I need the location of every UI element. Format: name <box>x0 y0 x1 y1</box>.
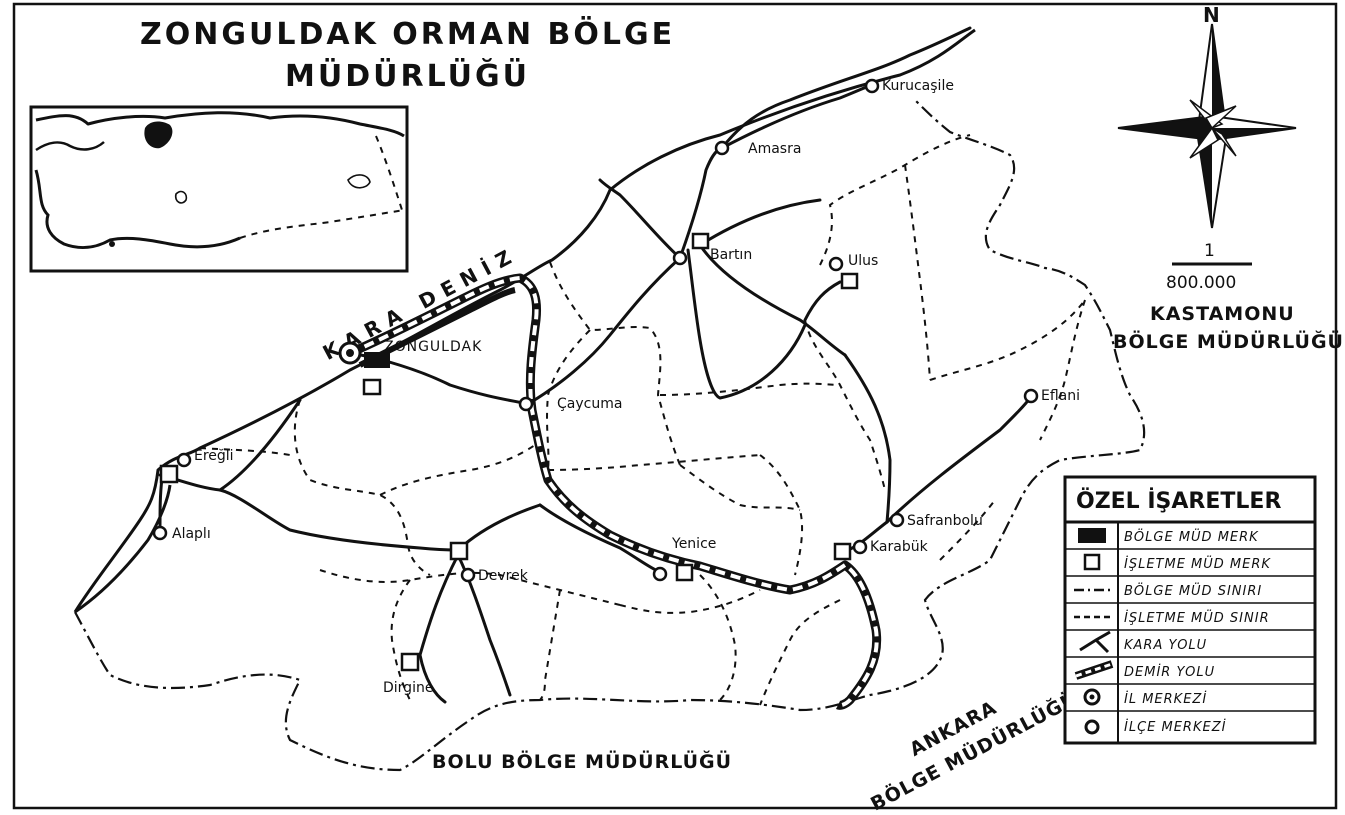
road-icon <box>1079 630 1111 654</box>
unit-boundaries <box>199 134 1086 706</box>
eflani-district-icon <box>1023 388 1039 404</box>
bartin-label: Bartın <box>710 247 752 263</box>
alapli-district-icon <box>152 525 168 541</box>
legend-label-district: İLÇE MERKEZİ <box>1124 719 1226 735</box>
zonguldak-center-dot <box>346 349 354 357</box>
safranbolu-label: Safranbolu <box>907 513 983 529</box>
ulus-label: Ulus <box>848 253 878 269</box>
inset-lake-tuz <box>174 190 188 204</box>
railway-icon <box>1074 660 1114 680</box>
legend-label-isletme-hq: İŞLETME MÜD MERK <box>1124 555 1271 572</box>
zonguldak-bolge-hq-icon <box>364 352 390 368</box>
legend-label-road: KARA YOLU <box>1124 638 1207 653</box>
legend-title: ÖZEL İŞARETLER <box>1076 488 1281 514</box>
isletme-hq-square-icon <box>1083 553 1101 571</box>
inset-eastern-border <box>375 135 403 211</box>
zonguldak-label: ZONGULDAK <box>384 339 482 355</box>
district-center-icon <box>1084 719 1100 735</box>
kastamonu-label-line2: BÖLGE MÜDÜRLÜĞÜ <box>1113 329 1344 353</box>
devrek-label: Devrek <box>478 568 529 584</box>
caycuma-label: Çaycuma <box>557 396 622 412</box>
kurucasile-district-icon <box>864 78 880 94</box>
yenice-isletme-hq-icon <box>675 563 694 582</box>
map-title-line1: ZONGULDAK ORMAN BÖLGE <box>140 15 675 52</box>
inset-island-dot <box>109 241 115 247</box>
scale-numerator: 1 <box>1204 241 1215 261</box>
zonguldak-region-highlight <box>144 121 173 149</box>
bolge-hq-filled-rectangle-icon <box>1078 528 1106 543</box>
settlements: ZONGULDAK Kurucaşile Amasra Bartın Ulus … <box>152 78 1080 696</box>
map-title-line2: MÜDÜRLÜĞÜ <box>285 57 530 94</box>
legend-label-railway: DEMİR YOLU <box>1124 664 1215 680</box>
inset-lake-van <box>347 174 371 189</box>
north-label: N <box>1203 3 1220 27</box>
legend-label-bolge-hq: BÖLGE MÜD MERK <box>1124 528 1259 545</box>
inset-southern-border <box>239 209 405 239</box>
inset-marmara-coast <box>35 141 105 152</box>
alapli-label: Alaplı <box>172 526 211 542</box>
compass-rose-icon: N <box>1117 3 1297 229</box>
eflani-label: Eflani <box>1041 388 1080 404</box>
legend-label-isletme-border: İŞLETME MÜD SINIR <box>1124 609 1270 626</box>
dirgine-isletme-hq-icon <box>400 652 420 672</box>
amasra-district-icon <box>714 140 730 156</box>
karabuk-district-icon <box>852 539 868 555</box>
kastamonu-label-line1: KASTAMONU <box>1150 303 1295 325</box>
caycuma-district-icon <box>518 396 534 412</box>
bolu-region-label: BOLU BÖLGE MÜDÜRLÜĞÜ <box>432 749 732 773</box>
zonguldak-isletme-hq-icon <box>362 378 382 396</box>
legend-label-bolge-border: BÖLGE MÜD SINIRI <box>1124 582 1262 599</box>
devrek-isletme-hq-icon <box>449 541 469 561</box>
eregli-label: Ereğli <box>194 448 234 464</box>
scale-denominator: 800.000 <box>1166 273 1236 293</box>
bartin-isletme-hq-icon <box>691 232 710 250</box>
devrek-district-icon <box>460 567 476 583</box>
karabuk-isletme-hq-icon <box>833 542 852 561</box>
kurucasile-label: Kurucaşile <box>882 78 954 94</box>
yenice-label: Yenice <box>671 536 716 552</box>
province-center-icon <box>1083 688 1101 706</box>
eregli-isletme-hq-icon <box>159 464 179 484</box>
dirgine-label: Dirgine <box>383 680 433 696</box>
ankara-label-group: ANKARA BÖLGE MÜDÜRLÜĞÜ <box>866 686 1081 815</box>
ulus-isletme-hq-icon <box>840 272 859 290</box>
legend-label-province: İL MERKEZİ <box>1124 691 1207 707</box>
eregli-district-icon <box>176 452 192 468</box>
inset-black-sea-coast <box>35 111 405 138</box>
inset-aegean-med-coast <box>34 169 241 249</box>
amasra-label: Amasra <box>748 141 801 157</box>
map-frame <box>12 2 1338 810</box>
scale-indicator: 1 800.000 <box>1166 241 1252 293</box>
karabuk-label: Karabük <box>870 539 929 555</box>
bartin-center-icon <box>672 250 688 266</box>
ulus-district-icon <box>828 256 844 272</box>
safranbolu-district-icon <box>889 512 905 528</box>
yenice-district-icon <box>652 566 668 582</box>
legend-panel: ÖZEL İŞARETLER BÖLGE MÜD MERK İŞLETME MÜ… <box>1063 475 1317 745</box>
inset-locator-map <box>29 105 409 273</box>
